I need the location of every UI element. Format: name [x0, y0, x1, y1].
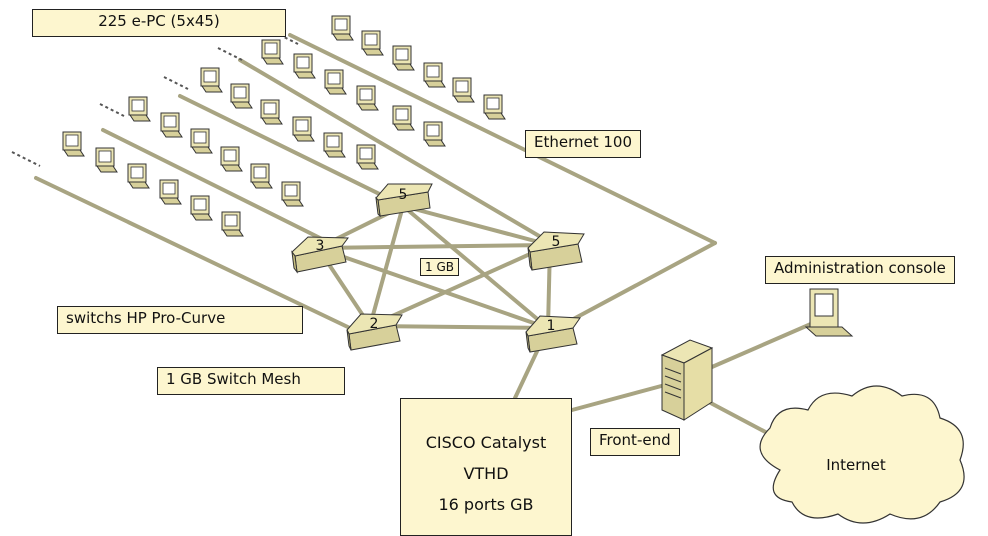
pc-icon	[190, 195, 213, 221]
pc-icon	[62, 131, 85, 157]
pc-icon	[200, 67, 223, 93]
frontend-label: Front-end	[590, 428, 680, 456]
switch-1: 1	[525, 315, 581, 353]
pc-row-1	[62, 131, 244, 237]
pc-icon	[423, 121, 446, 147]
pc-icon	[452, 77, 475, 103]
pc-icon	[356, 85, 379, 111]
admin-label: Administration console	[765, 256, 955, 284]
pc-icon	[221, 211, 244, 237]
pc-icon	[361, 30, 384, 56]
switch-4: 5	[375, 183, 433, 218]
pc-icon	[95, 147, 118, 173]
cisco-line-2: VTHD	[463, 464, 509, 483]
cisco-line-1: CISCO Catalyst	[425, 433, 547, 452]
pc-icon	[324, 69, 347, 95]
pc-icon	[483, 94, 506, 120]
pc-icon	[261, 39, 284, 65]
switch-5: 5	[527, 231, 585, 271]
switch-number-4: 5	[399, 187, 408, 203]
switch-2: 2	[346, 313, 403, 351]
pc-row-4	[261, 39, 446, 147]
switch-number-3: 3	[316, 238, 325, 254]
cisco-line-3: 16 ports GB	[438, 495, 534, 514]
pc-icon	[230, 83, 253, 109]
pc-icon	[292, 116, 315, 142]
pc-icon	[159, 179, 182, 205]
row-continuation-marks	[11, 31, 299, 167]
internet-cloud: Internet	[759, 385, 965, 524]
pc-icon	[331, 15, 354, 41]
server-icon	[660, 339, 714, 421]
link-speed-label: 1 GB	[420, 258, 459, 276]
pc-icon	[190, 128, 213, 154]
pc-icon	[127, 163, 150, 189]
cisco-catalyst-box: CISCO Catalyst VTHD 16 ports GB	[400, 398, 572, 536]
pc-icon	[293, 53, 316, 79]
mesh-label: 1 GB Switch Mesh	[157, 367, 345, 395]
switch-number-5: 5	[552, 234, 561, 250]
switch-number-1: 1	[547, 318, 556, 334]
pc-icon	[220, 146, 243, 172]
pc-icon	[423, 62, 446, 88]
pc-icon	[250, 163, 273, 189]
pc-icon	[281, 181, 304, 207]
pc-icon	[356, 144, 379, 170]
pc-icon	[392, 45, 415, 71]
pc-icon	[128, 96, 151, 122]
pc-count-label: 225 e-PC (5x45)	[32, 9, 286, 37]
internet-label: Internet	[826, 456, 886, 474]
switch-number-2: 2	[370, 316, 379, 332]
switch-3: 3	[291, 236, 349, 274]
admin-computer-icon	[804, 288, 854, 337]
pc-icon	[392, 105, 415, 131]
pc-icon	[260, 99, 283, 125]
ethernet-label: Ethernet 100	[525, 130, 642, 158]
switches-label: switchs HP Pro-Curve	[57, 306, 303, 334]
pc-icon	[160, 112, 183, 138]
pc-icon	[323, 132, 346, 158]
